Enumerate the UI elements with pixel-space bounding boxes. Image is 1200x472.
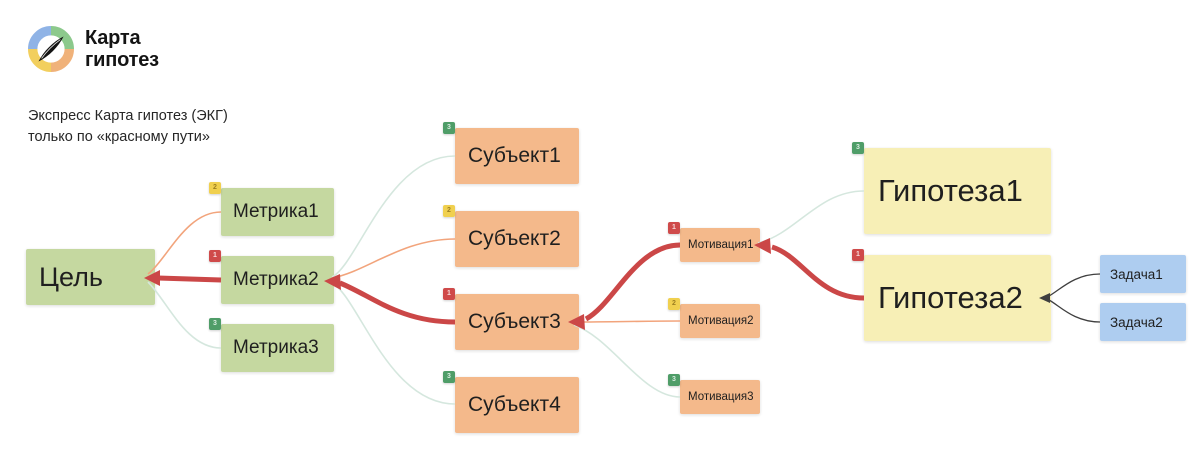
node-hypothesis2[interactable]: 1 Гипотеза2 <box>852 249 1051 341</box>
edge-motivation2-subject3 <box>573 320 681 323</box>
node-subject4-label: Субъект4 <box>468 393 561 416</box>
priority-badge: 3 <box>852 142 864 154</box>
node-motivation3-label: Мотивация3 <box>688 391 754 403</box>
priority-badge: 3 <box>668 374 680 386</box>
brand-title: Карта гипотез <box>85 27 159 72</box>
node-metric1[interactable]: 2 Метрика1 <box>209 182 334 236</box>
node-subject3[interactable]: 1 Субъект3 <box>443 288 579 350</box>
priority-badge: 2 <box>668 298 680 310</box>
brand-title-line2: гипотез <box>85 49 159 71</box>
priority-badge: 1 <box>209 250 221 262</box>
map-subtitle-line2: только по «красному пути» <box>28 129 210 146</box>
priority-badge: 1 <box>668 222 680 234</box>
edge-metric3-goal <box>147 281 222 349</box>
node-hypothesis2-label: Гипотеза2 <box>878 280 1023 315</box>
map-subtitle-line1: Экспресс Карта гипотез (ЭКГ) <box>28 108 228 124</box>
priority-badge: 1 <box>852 249 864 261</box>
node-subject1-label: Субъект1 <box>468 144 561 167</box>
priority-badge: 2 <box>209 182 221 194</box>
node-motivation3[interactable]: 3 Мотивация3 <box>668 374 760 414</box>
node-subject1[interactable]: 3 Субъект1 <box>443 122 579 184</box>
node-task1[interactable]: Задача1 <box>1100 255 1186 293</box>
node-hypothesis1-label: Гипотеза1 <box>878 173 1023 208</box>
edge-hypothesis2-motivation1-red <box>771 244 865 301</box>
node-subject2-label: Субъект2 <box>468 227 561 250</box>
edge-motivation3-subject3 <box>573 324 681 398</box>
node-motivation2[interactable]: 2 Мотивация2 <box>668 298 760 338</box>
node-metric2-label: Метрика2 <box>233 269 319 290</box>
edge-subject3-metric2-red <box>339 280 456 325</box>
priority-badge: 1 <box>443 288 455 300</box>
node-metric3-label: Метрика3 <box>233 337 319 358</box>
edge-hypothesis1-motivation1 <box>757 190 865 244</box>
edge-subject4-metric2 <box>331 282 456 405</box>
brand-title-line1: Карта <box>85 26 141 49</box>
priority-badge: 3 <box>443 122 455 134</box>
edge-task2-hypothesis2 <box>1048 299 1101 323</box>
priority-badge: 3 <box>443 371 455 383</box>
node-task2[interactable]: Задача2 <box>1100 303 1186 341</box>
priority-badge: 2 <box>443 205 455 217</box>
node-task2-label: Задача2 <box>1110 314 1163 330</box>
node-hypothesis1[interactable]: 3 Гипотеза1 <box>852 142 1051 234</box>
edge-subject2-metric2 <box>331 238 456 279</box>
edge-task1-hypothesis2 <box>1048 273 1101 297</box>
node-motivation1-label: Мотивация1 <box>688 239 754 251</box>
priority-badge: 3 <box>209 318 221 330</box>
node-motivation2-label: Мотивация2 <box>688 315 754 327</box>
edge-metric2-goal-red <box>157 275 222 283</box>
edge-motivation1-subject3-red <box>584 242 681 322</box>
node-metric3[interactable]: 3 Метрика3 <box>209 318 334 372</box>
edge-metric1-goal <box>147 211 222 275</box>
node-subject2[interactable]: 2 Субъект2 <box>443 205 579 267</box>
edge-subject1-metric2 <box>331 155 456 278</box>
node-subject4[interactable]: 3 Субъект4 <box>443 371 579 433</box>
map-subtitle: Экспресс Карта гипотез (ЭКГ) только по «… <box>28 106 228 148</box>
brand: Карта гипотез <box>28 26 159 72</box>
node-metric1-label: Метрика1 <box>233 201 319 222</box>
node-goal-label: Цель <box>39 261 103 292</box>
node-goal[interactable]: Цель <box>26 249 155 305</box>
node-metric2[interactable]: 1 Метрика2 <box>209 250 334 304</box>
node-task1-label: Задача1 <box>1110 266 1163 282</box>
node-motivation1[interactable]: 1 Мотивация1 <box>668 222 760 262</box>
compass-logo-icon <box>28 26 74 72</box>
node-subject3-label: Субъект3 <box>468 310 561 333</box>
